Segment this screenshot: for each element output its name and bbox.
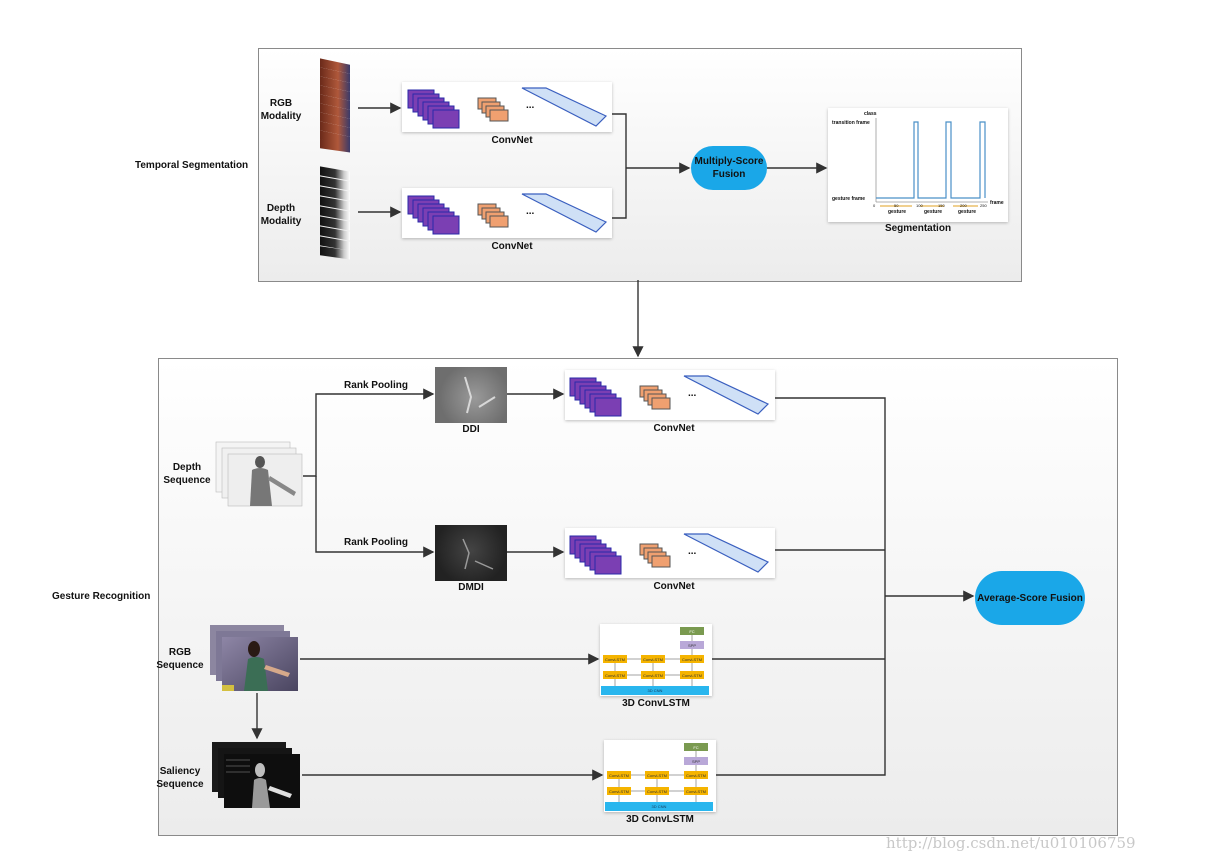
saliency-convlstm-card [604,740,716,812]
plot-x-tick: 150 [938,203,945,208]
ddi-label: DDI [462,424,480,435]
rgb-convnet-label: ConvNet [491,135,533,146]
ddi-convnet-label: ConvNet [653,423,695,434]
rank-pooling-label-bottom: Rank Pooling [344,537,408,548]
depth-convnet-card [402,188,612,238]
plot-segment-label: gesture [888,209,907,215]
depth-frame-stack [320,166,350,260]
dmdi-image [435,525,507,581]
plot-x-tick: 50 [894,203,899,208]
rgb-convlstm-label: 3D ConvLSTM [622,698,690,709]
plot-x-tick: 0 [873,203,876,208]
rgb-convlstm-card [600,624,712,696]
temporal-segmentation-label: Temporal Segmentation [135,160,249,171]
average-score-fusion: Average-Score Fusion [975,571,1085,625]
plot-transition-label: transition frame [832,120,870,126]
saliency-sequence-stack [212,742,300,808]
segmentation-step-chart [875,118,988,207]
rgb-sequence-stack [210,625,298,691]
rgb-convnet-card [402,82,612,132]
watermark: http://blog.csdn.net/u010106759 [886,834,1136,852]
rgb-frame-stack [320,58,350,153]
dmdi-label: DMDI [458,582,484,593]
dmdi-convnet-label: ConvNet [653,581,695,592]
dmdi-convnet-card [565,528,775,578]
plot-segment-label: gesture [924,209,943,215]
plot-x-tick: 200 [960,203,967,208]
segmentation-label: Segmentation [884,223,952,234]
plot-segment-label: gesture [958,209,977,215]
plot-x-tick: 100 [916,203,923,208]
plot-x-tick: 250 [980,203,987,208]
depth-sequence-stack [215,441,303,507]
ddi-image [435,367,507,423]
plot-frame-axis-label: frame [990,200,1004,206]
ddi-convnet-card [565,370,775,420]
plot-class-title: class [864,111,877,117]
rank-pooling-label-top: Rank Pooling [344,380,408,391]
gesture-recognition-label: Gesture Recognition [52,591,151,602]
saliency-convlstm-label: 3D ConvLSTM [626,814,694,825]
plot-gesture-frame-label: gesture frame [832,196,866,202]
depth-convnet-label: ConvNet [491,241,533,252]
segmentation-plot: class transition frame gesture frame fra… [828,108,1008,222]
